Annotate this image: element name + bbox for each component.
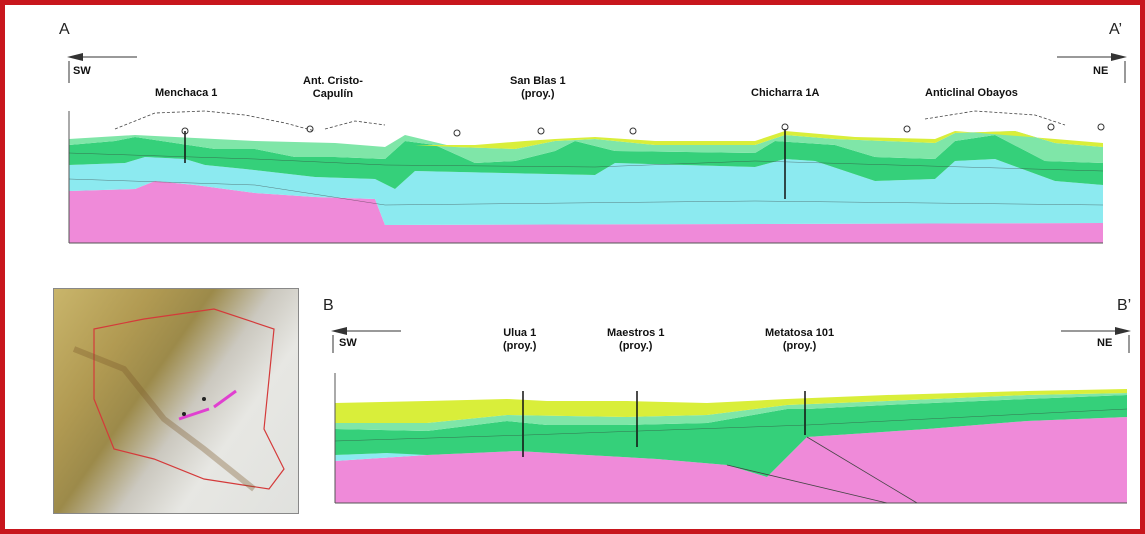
layer-yellow-b: [335, 389, 1127, 423]
section-b-end-label: B’: [1117, 297, 1132, 314]
well-label-menchaca: Menchaca 1: [155, 87, 218, 99]
layer-green-b: [335, 395, 1127, 477]
well-label-chicharra: Chicharra 1A: [751, 87, 820, 99]
section-b-ne-label: NE: [1097, 337, 1113, 349]
section-a-ne-label: NE: [1093, 65, 1109, 77]
layer-pink-b: [335, 417, 1127, 503]
section-a-end-label: A’: [1109, 21, 1123, 38]
layer-cyan-a: [69, 157, 1103, 225]
well-label-obayos: Anticlinal Obayos: [925, 87, 1018, 99]
layer-pink-a: [69, 181, 1103, 243]
section-a-start-label: A: [59, 21, 70, 38]
layer-green-a: [69, 135, 1103, 189]
section-a-sw-label: SW: [73, 65, 91, 77]
layer-yellow-a: [415, 131, 1103, 149]
cross-section-b: [334, 373, 1128, 504]
section-a-arrow-left: [67, 53, 137, 83]
well-label-cristo: Ant. Cristo- Capulín: [303, 75, 363, 100]
cross-section-a: [68, 110, 1105, 244]
well-label-ulua: Ulua 1 (proy.): [503, 327, 537, 352]
well-label-metatosa: Metatosa 101 (proy.): [765, 327, 835, 352]
section-a-arrow-right: [1057, 53, 1127, 83]
section-b-sw-label: SW: [339, 337, 357, 349]
section-b-arrow-right: [1061, 327, 1131, 353]
location-map-icon: [53, 288, 299, 514]
well-label-maestros: Maestros 1 (proy.): [607, 327, 665, 352]
layer-lightgreen-a: [69, 131, 1103, 163]
section-b-arrow-left: [331, 327, 401, 353]
well-label-sanblas: San Blas 1 (proy.): [510, 75, 566, 100]
section-b-start-label: B: [323, 297, 334, 314]
